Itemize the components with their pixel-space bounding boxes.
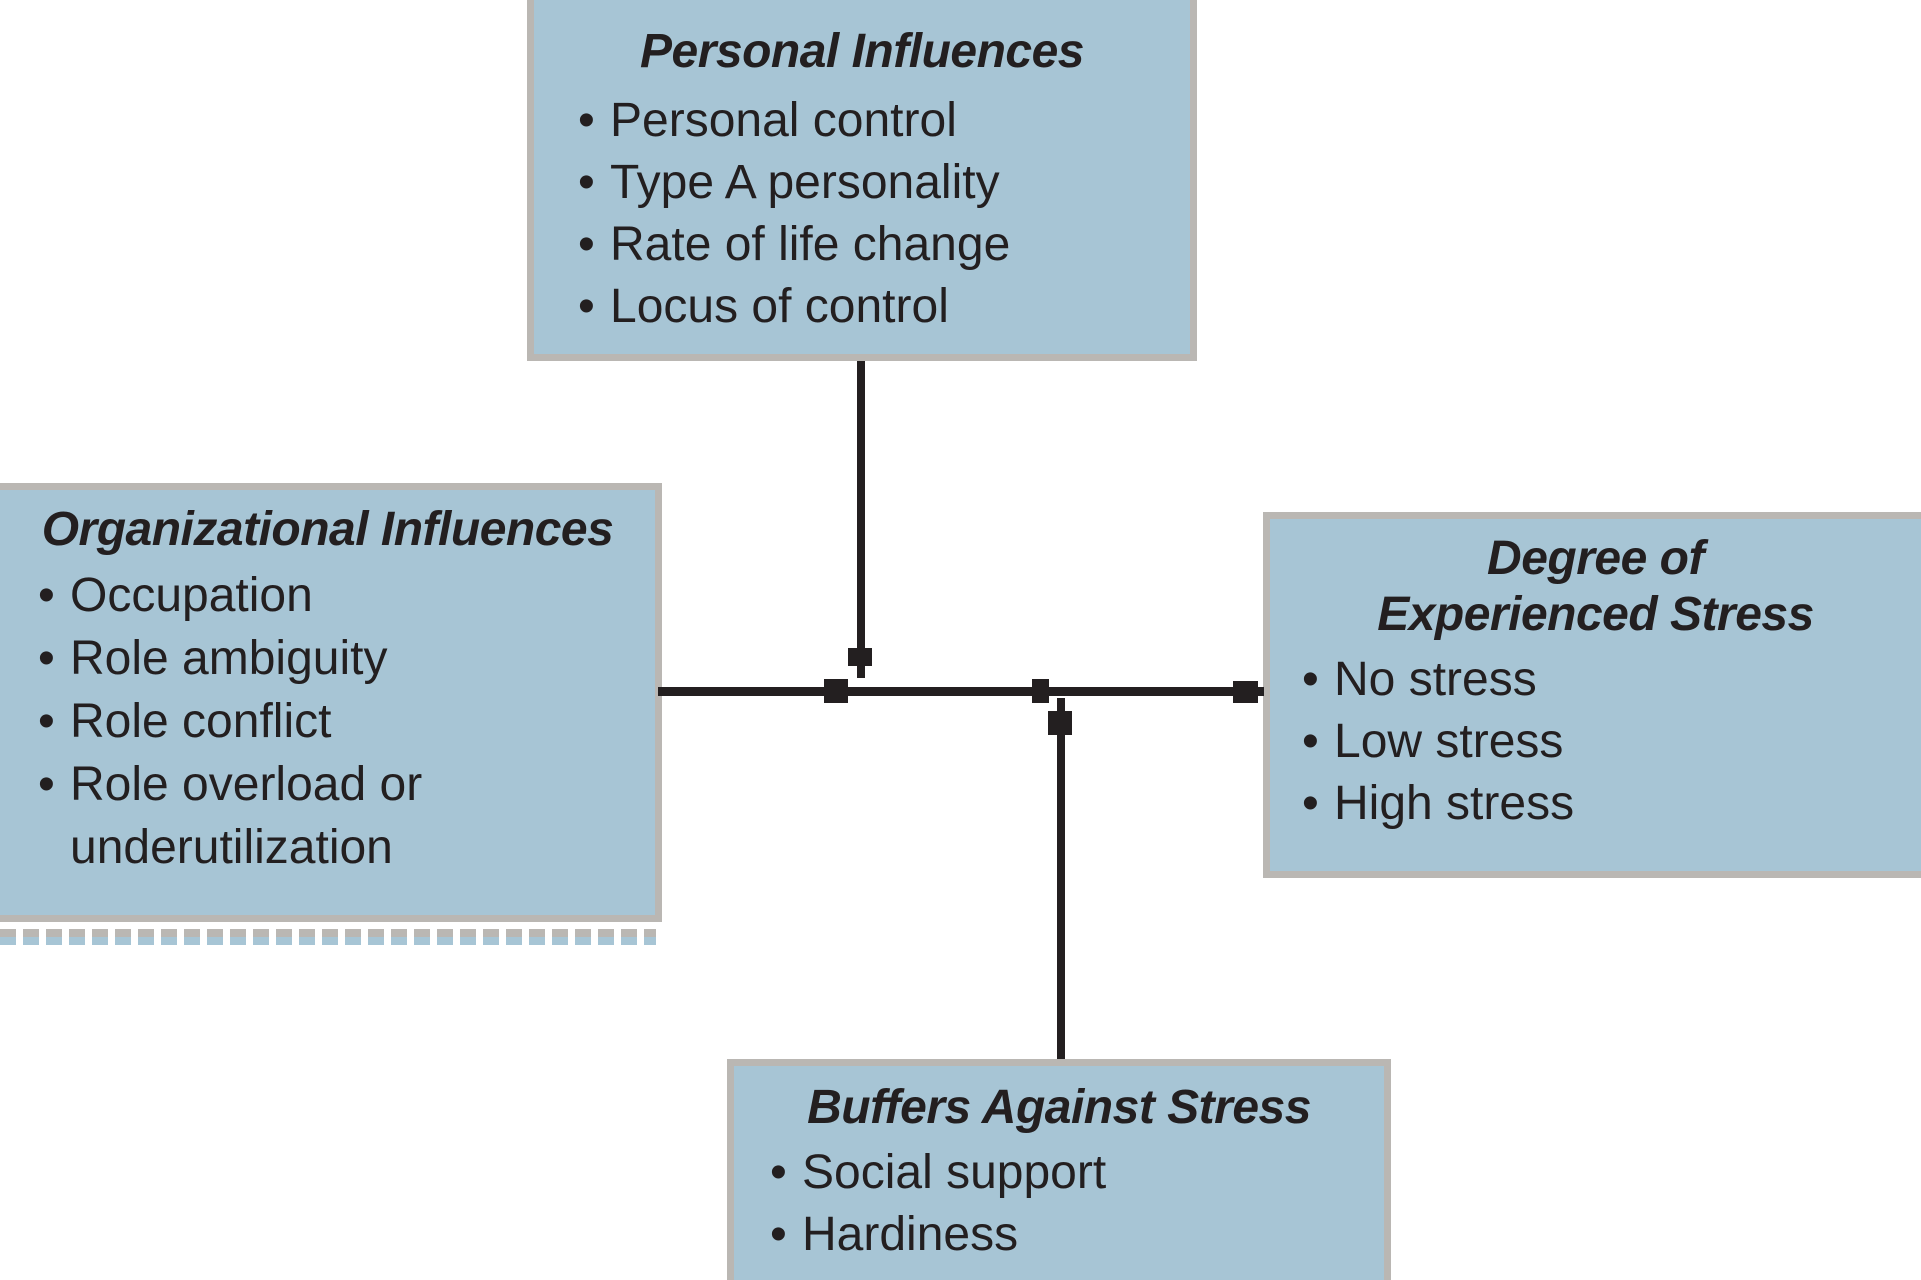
list-item: • Role ambiguity <box>38 627 637 690</box>
bullet-icon: • <box>38 632 55 685</box>
top-vertical-connector-line <box>857 361 865 678</box>
personal-influences-list: • Personal control • Type A personality … <box>578 90 1190 338</box>
list-item: • Locus of control <box>578 276 1190 338</box>
arrowhead-right-icon <box>1233 681 1258 703</box>
list-item-text: Low stress <box>1334 715 1564 768</box>
personal-influences-box: Personal Influences • Personal control •… <box>527 0 1197 361</box>
list-item-text: Locus of control <box>610 280 949 333</box>
horizontal-connector-line <box>658 687 1264 696</box>
arrowhead-up-icon <box>1048 711 1072 735</box>
bullet-icon: • <box>578 156 595 209</box>
list-item-text: Rate of life change <box>610 218 1011 271</box>
list-item-text: Role conflict <box>70 695 332 748</box>
buffers-title: Buffers Against Stress <box>807 1081 1311 1134</box>
buffers-list: • Social support • Hardiness <box>770 1142 1384 1266</box>
list-item-text: Occupation <box>70 569 313 622</box>
list-item-text: Role overload or underutilization <box>70 758 423 874</box>
list-item-text: Type A personality <box>610 156 1000 209</box>
bullet-icon: • <box>1302 715 1319 768</box>
list-item: • Type A personality <box>578 152 1190 214</box>
list-item: • Role conflict <box>38 690 637 753</box>
list-item: • Personal control <box>578 90 1190 152</box>
list-item: • Low stress <box>1302 711 1921 773</box>
dashed-divider-row <box>0 937 656 945</box>
buffers-against-stress-box: Buffers Against Stress • Social support … <box>727 1059 1391 1280</box>
degree-title-line2: Experienced Stress <box>1377 588 1814 641</box>
personal-influences-title: Personal Influences <box>640 25 1085 78</box>
list-item-text: No stress <box>1334 653 1537 706</box>
bullet-icon: • <box>578 280 595 333</box>
degree-of-experienced-stress-box: Degree of Experienced Stress • No stress… <box>1263 512 1921 878</box>
list-item: • No stress <box>1302 649 1921 711</box>
list-item: • High stress <box>1302 773 1921 835</box>
list-item: • Role overload or underutilization <box>38 753 637 879</box>
list-item-text: Personal control <box>610 94 957 147</box>
bullet-icon: • <box>1302 777 1319 830</box>
list-item: • Occupation <box>38 564 637 627</box>
bullet-icon: • <box>770 1208 787 1261</box>
junction-square-icon <box>824 679 848 703</box>
bullet-icon: • <box>1302 653 1319 706</box>
bullet-icon: • <box>38 569 55 622</box>
list-item-text: Role ambiguity <box>70 632 388 685</box>
degree-list: • No stress • Low stress • High stress <box>1302 649 1921 835</box>
dashed-divider-row <box>0 929 656 937</box>
junction-square-icon <box>1032 679 1049 703</box>
list-item-text: Hardiness <box>802 1208 1019 1261</box>
organizational-influences-title: Organizational Influences <box>41 503 614 556</box>
organizational-influences-list: • Occupation • Role ambiguity • Role con… <box>38 564 637 879</box>
organizational-influences-box: Organizational Influences • Occupation •… <box>0 483 662 922</box>
bullet-icon: • <box>578 94 595 147</box>
list-item: • Rate of life change <box>578 214 1190 276</box>
bullet-icon: • <box>770 1146 787 1199</box>
arrowhead-down-icon <box>848 648 872 666</box>
degree-title-line1: Degree of <box>1487 532 1704 585</box>
list-item: • Hardiness <box>770 1204 1384 1266</box>
bullet-icon: • <box>578 218 595 271</box>
list-item: • Social support <box>770 1142 1384 1204</box>
dashed-divider <box>0 929 656 945</box>
list-item-text: High stress <box>1334 777 1575 830</box>
bullet-icon: • <box>38 758 55 811</box>
bottom-vertical-connector-line <box>1057 698 1065 1059</box>
bullet-icon: • <box>38 695 55 748</box>
list-item-text: Social support <box>802 1146 1107 1199</box>
